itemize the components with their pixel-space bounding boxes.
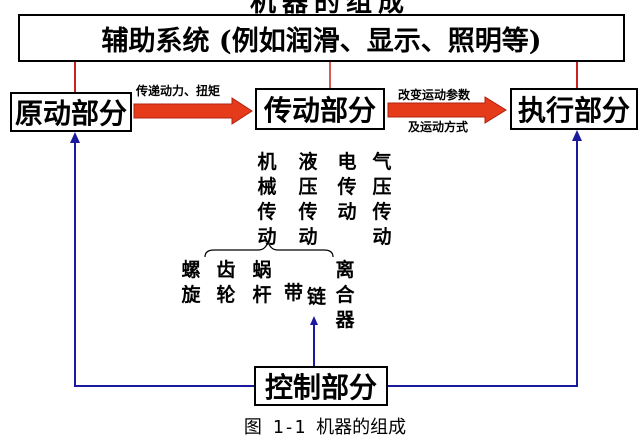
arrow1-label: 传递动力、扭矩 xyxy=(136,84,221,98)
mech-belt: 带 xyxy=(284,282,304,304)
execution-box: 执行部分 xyxy=(510,88,638,130)
prime-to-trans-arrow xyxy=(133,97,253,125)
mech-worm: 蜗杆 xyxy=(252,259,272,306)
mech-gear: 齿轮 xyxy=(216,259,236,306)
exec-arrowhead xyxy=(572,130,582,141)
type-mechanical: 机械传动 xyxy=(257,151,277,248)
control-box: 控制部分 xyxy=(254,366,388,406)
figure-caption: 图 1-1 机器的组成 xyxy=(243,417,407,438)
prime-arrowhead xyxy=(70,132,80,143)
auxiliary-system-box: 辅助系统 (例如润滑、显示、照明等) xyxy=(18,14,625,62)
prime-mover-box: 原动部分 xyxy=(10,92,132,132)
trans-to-exec-arrow xyxy=(387,96,507,124)
arrow2-label-line2: 及运动方式 xyxy=(408,120,469,134)
arrow2-label-line1: 改变运动参数 xyxy=(398,88,471,102)
ctrl-to-exec-line xyxy=(388,134,578,387)
mech-chain: 链 xyxy=(307,286,327,308)
type-electric: 电传动 xyxy=(337,151,357,223)
type-pneumatic: 气压传动 xyxy=(372,151,392,248)
ctrl-to-prime-line xyxy=(74,136,254,387)
mechanical-arrowhead xyxy=(310,316,318,325)
mech-screw: 螺旋 xyxy=(181,259,201,306)
top-title-cut: 机器的组成 xyxy=(249,0,410,18)
mechanical-brace xyxy=(204,240,334,258)
type-hydraulic: 液压传动 xyxy=(298,151,318,248)
transmission-box: 传动部分 xyxy=(255,88,385,130)
mech-clutch: 离合器 xyxy=(335,259,355,331)
